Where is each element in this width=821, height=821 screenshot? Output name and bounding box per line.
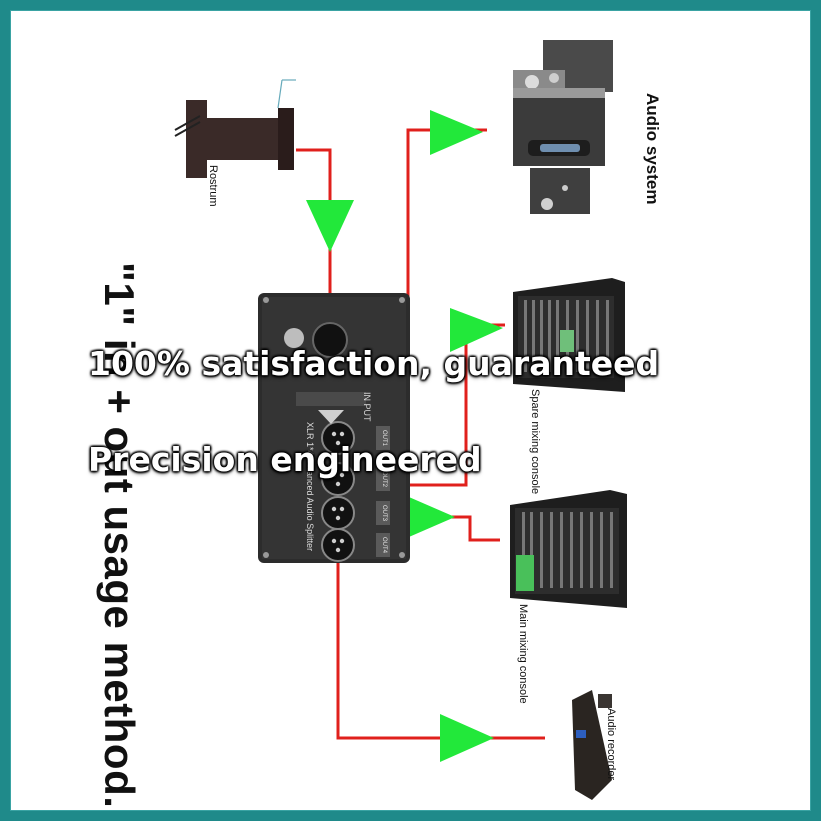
splitter-output-label: OUT4 xyxy=(381,537,387,554)
label-rostrum: Rostrum xyxy=(207,165,219,207)
splitter-input-label-plate xyxy=(296,392,366,406)
label-spare-console: Spare mixing console xyxy=(529,389,541,495)
rostrum-base xyxy=(278,108,294,170)
splitter-output-label: OUT1 xyxy=(381,430,387,447)
audio-recorder-device xyxy=(572,690,612,800)
arrow-recorder xyxy=(440,714,494,762)
frame-inner-border xyxy=(10,10,811,811)
cable-rostrum-to-input xyxy=(296,148,332,330)
splitter-screw-top xyxy=(284,328,304,348)
arrow-main-console xyxy=(402,494,455,540)
splitter-output-label: OUT3 xyxy=(381,505,387,522)
rostrum-mic-stand xyxy=(277,79,283,109)
rostrum-device xyxy=(174,79,296,178)
main-console-device xyxy=(510,490,627,608)
xlr-input-jack xyxy=(312,322,348,358)
rostrum-mic xyxy=(174,115,201,131)
arrow-spare-console xyxy=(450,308,503,352)
direction-arrows xyxy=(306,110,503,762)
label-main-console: Main mixing console xyxy=(517,604,529,704)
overlay-satisfaction: 100% satisfaction, guaranteed xyxy=(88,344,660,383)
speaker-bottom xyxy=(530,168,590,214)
splitter-output-tags xyxy=(376,426,390,557)
label-audio-recorder: Audio recorder xyxy=(605,708,617,781)
splitter-output-label: OUT2 xyxy=(381,471,387,488)
audio-system-device xyxy=(513,40,613,214)
splitter-box xyxy=(258,293,410,563)
splitter-input-label: IN PUT xyxy=(362,392,372,422)
spare-console-device xyxy=(513,278,625,392)
xlr-output-jacks xyxy=(321,421,355,562)
arrow-audio-system xyxy=(430,110,483,155)
rostrum-body xyxy=(186,100,278,178)
label-audio-system: Audio system xyxy=(643,93,662,205)
splitter-down-arrow xyxy=(318,410,344,424)
arrow-down-input xyxy=(306,200,354,252)
overlay-precision: Precision engineered xyxy=(88,440,482,479)
recorder-body xyxy=(572,690,612,800)
